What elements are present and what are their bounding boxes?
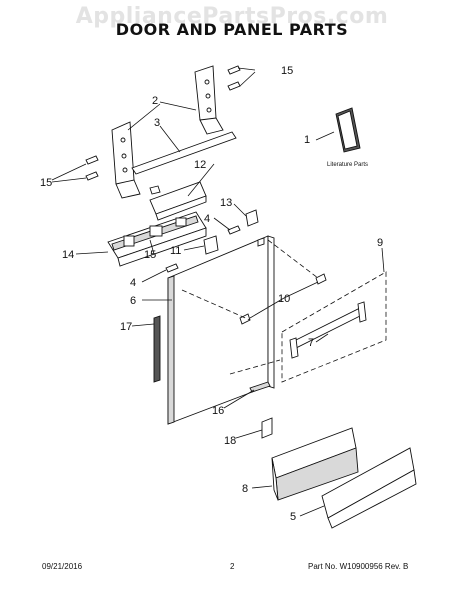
door-handle: [289, 301, 367, 359]
toe-bracket: [321, 447, 417, 529]
footer-page-number: 2: [230, 562, 235, 571]
callout-4-lower: 4: [130, 277, 136, 289]
callout-5: 5: [290, 511, 296, 523]
bracket-13: [245, 209, 259, 227]
leader-lines: [51, 67, 385, 517]
screw-top-2: [227, 81, 241, 91]
support-rail: [131, 131, 237, 175]
hinge-bracket-left: [111, 121, 141, 199]
door-latch: [203, 235, 219, 255]
hinge-bracket-right: [194, 65, 224, 135]
callout-14: 14: [62, 249, 74, 261]
control-console: [107, 211, 207, 267]
callout-18: 18: [224, 435, 236, 447]
watermark: AppliancePartsPros.com: [75, 4, 389, 29]
callout-15-mid: 15: [144, 249, 156, 261]
callout-7: 7: [308, 337, 314, 349]
rail-screw: [149, 185, 161, 195]
callout-4-upper: 4: [204, 213, 210, 225]
screw-4-lower: [165, 263, 179, 273]
screw-4-upper: [227, 225, 241, 235]
callout-2: 2: [152, 95, 158, 107]
vent-strip: [249, 381, 271, 393]
literature-parts-label: Literature Parts: [327, 162, 368, 168]
callout-3: 3: [154, 117, 160, 129]
screw-left-1: [85, 155, 99, 165]
footer-date: 09/21/2016: [42, 562, 83, 571]
callout-15-left: 15: [40, 177, 52, 189]
callout-17: 17: [120, 321, 132, 333]
callout-9: 9: [377, 237, 383, 249]
callout-12: 12: [194, 159, 206, 171]
callout-8: 8: [242, 483, 248, 495]
callout-16: 16: [212, 405, 224, 417]
control-board: [149, 181, 207, 221]
callout-6: 6: [130, 295, 136, 307]
callout-15-top: 15: [281, 65, 293, 77]
footer-part-number: Part No. W10900956 Rev. B: [308, 562, 409, 571]
page-title: DOOR AND PANEL PARTS: [115, 20, 349, 39]
callout-1: 1: [304, 134, 310, 146]
toe-panel: [271, 427, 359, 501]
handle-region-dashed: [281, 271, 387, 383]
literature-booklet: [335, 107, 361, 153]
callout-13: 13: [220, 197, 232, 209]
callout-11: 11: [170, 245, 181, 257]
callout-10: 10: [278, 293, 290, 305]
outer-door-panel: [167, 235, 275, 425]
screw-left-2: [85, 171, 99, 181]
screw-top-1: [227, 65, 241, 75]
clip: [261, 417, 273, 439]
gasket: [153, 315, 161, 383]
